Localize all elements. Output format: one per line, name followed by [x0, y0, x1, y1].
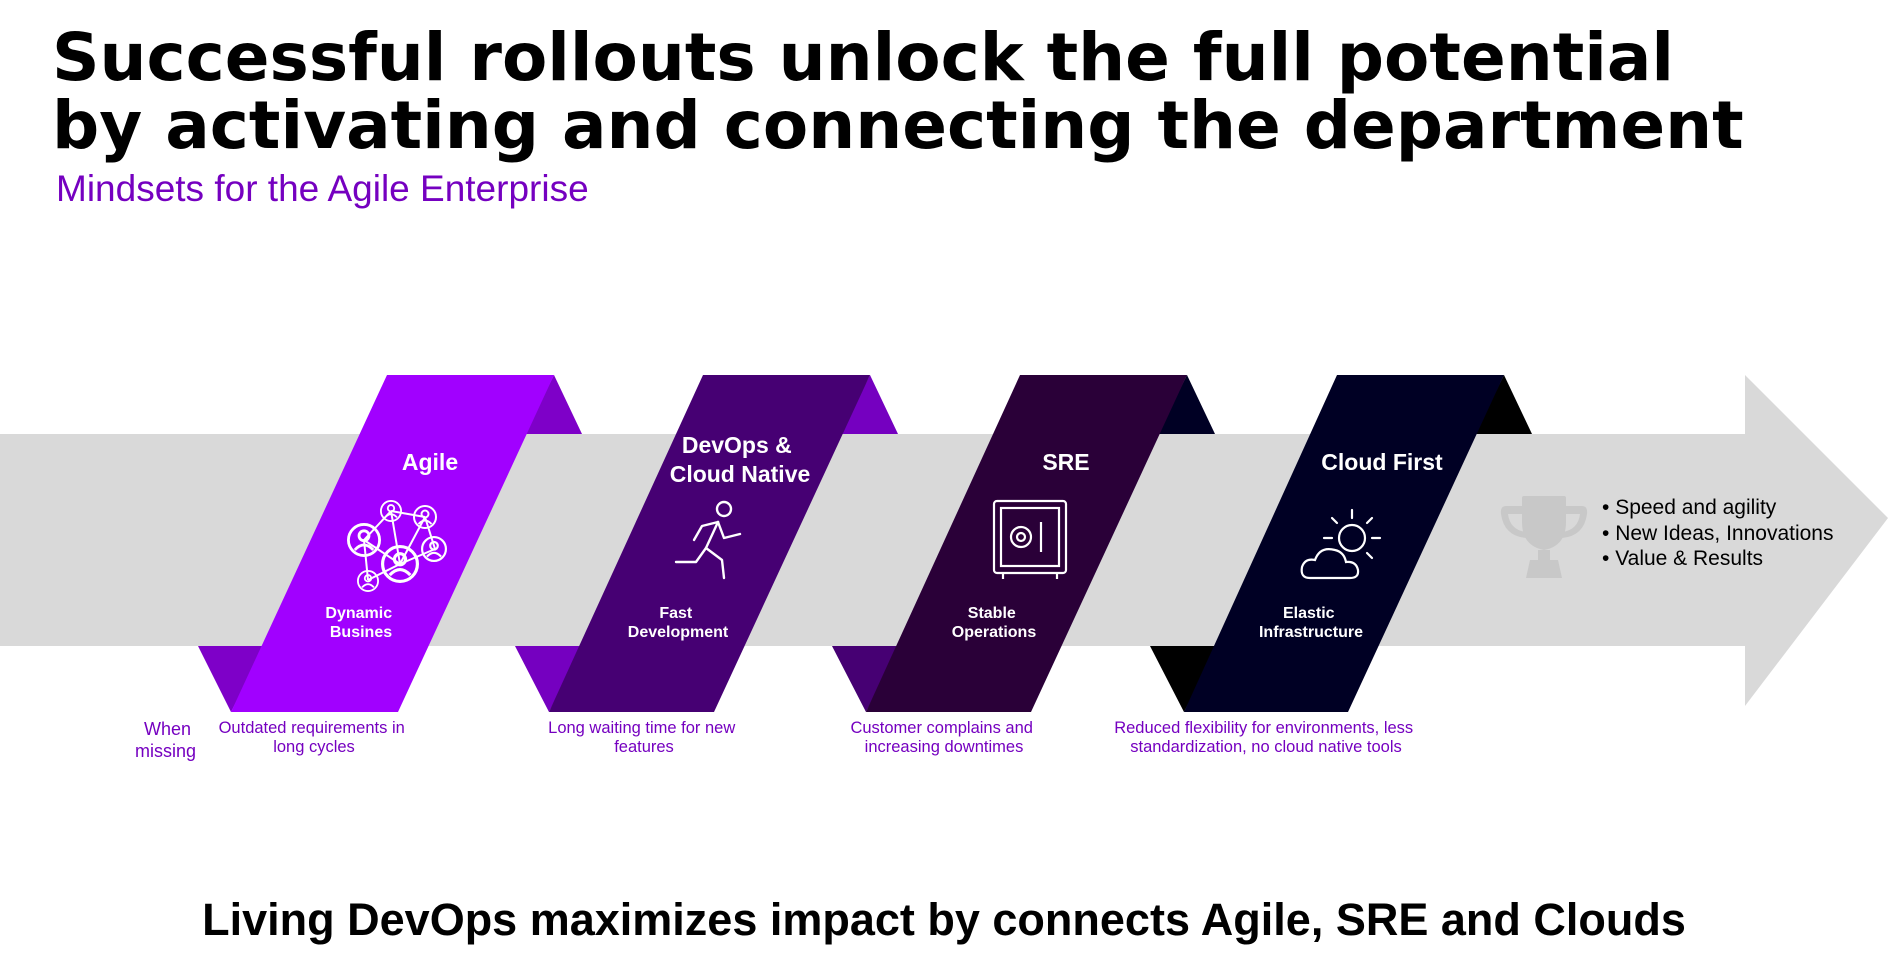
outcome-bullet-1: Speed and agility: [1615, 496, 1777, 519]
sun-cloud-icon: [1300, 508, 1382, 580]
pillar-back-fold: [832, 646, 899, 712]
page-title: Successful rollouts unlock the full pote…: [52, 24, 1872, 160]
pillar-top-fold: [1158, 375, 1215, 434]
network-people-icon: [347, 500, 447, 592]
pillar-cloud-first: Cloud First Elastic Infrastructure: [1150, 375, 1532, 712]
pillar-label: Dynamic Busines: [325, 605, 396, 641]
outcome-bullets: • Speed and agility • New Ideas, Innovat…: [1602, 496, 1839, 570]
pillar-label: Stable Operations: [952, 605, 1037, 641]
pillar-title: Agile: [402, 449, 458, 475]
pillar-title: SRE: [1042, 449, 1089, 475]
footer-statement: Living DevOps maximizes impact by connec…: [202, 894, 1686, 945]
trophy-icon: [1500, 496, 1588, 578]
pillar-band: [549, 375, 870, 712]
pillar-top-fold: [1475, 375, 1532, 434]
title-line-1: Successful rollouts unlock the full pote…: [52, 19, 1675, 96]
pillar-agile: Agile Dynamic Busines: [198, 375, 582, 712]
page-subtitle: Mindsets for the Agile Enterprise: [56, 168, 589, 209]
pillar-title: DevOps & Cloud Native: [670, 432, 811, 487]
pillar-back-fold: [515, 646, 582, 712]
mindset-diagram: Agile Dynamic Busines: [0, 375, 1888, 761]
missing-text-sre: Customer complains and increasing downti…: [850, 719, 1037, 756]
missing-text-agile: Outdated requirements in long cycles: [219, 719, 410, 756]
missing-text-devops: Long waiting time for new features: [548, 719, 740, 756]
pillar-band: [1184, 375, 1504, 712]
pillar-label: Elastic Infrastructure: [1259, 605, 1363, 641]
pillar-devops: DevOps & Cloud Native Fast Development: [515, 375, 898, 712]
pillar-top-fold: [525, 375, 582, 434]
pillar-band: [866, 375, 1187, 712]
pillar-top-fold: [841, 375, 898, 434]
pillar-back-fold: [198, 646, 264, 712]
outcome-bullet-3: Value & Results: [1615, 547, 1763, 570]
when-missing-label: When missing: [135, 719, 196, 761]
pillar-band: [231, 375, 554, 712]
title-line-2: by activating and connecting the departm…: [52, 87, 1744, 164]
missing-text-cloud-first: Reduced flexibility for environments, le…: [1114, 719, 1418, 756]
pillar-label: Fast Development: [628, 605, 729, 641]
running-person-icon: [674, 500, 742, 580]
pillar-sre: SRE Stable Operations: [832, 375, 1215, 712]
pillar-title: Cloud First: [1321, 449, 1443, 475]
outcome-bullet-2: New Ideas, Innovations: [1615, 522, 1833, 545]
pillar-back-fold: [1150, 646, 1217, 712]
safe-icon: [992, 499, 1068, 579]
